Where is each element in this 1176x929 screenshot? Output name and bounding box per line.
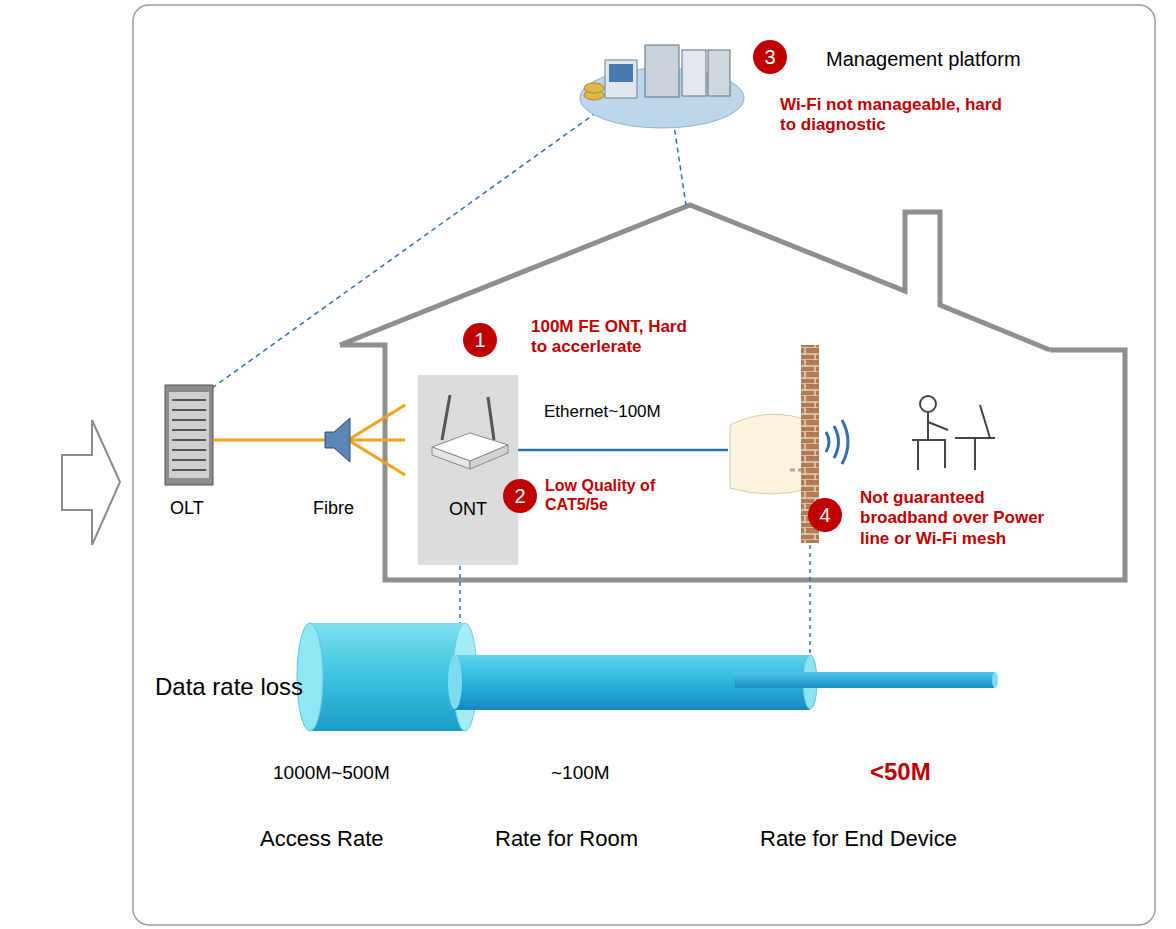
callout-number: 4 — [808, 498, 842, 532]
splitter-icon — [325, 418, 350, 462]
fibre-split — [348, 405, 405, 475]
ont-router-icon — [418, 375, 518, 565]
person-icon — [912, 396, 995, 470]
fibre-line — [213, 439, 330, 442]
rate-caption: Rate for End Device — [760, 826, 957, 852]
issue-note: Wi-Fi not manageable, hard to diagnostic — [780, 95, 1020, 136]
callout-digit: 3 — [764, 46, 775, 69]
rate-value: ~100M — [551, 762, 610, 785]
house-outline — [340, 205, 1125, 580]
title-text: Management platform — [826, 47, 1021, 71]
panel-border — [133, 5, 1155, 925]
callout-number: 2 — [503, 479, 537, 513]
callout-number: 3 — [753, 40, 787, 74]
device-label: OLT — [170, 498, 204, 520]
pipe-label: Data rate loss — [155, 673, 303, 702]
link-label: Ethernet~100M — [544, 402, 661, 422]
rate-caption: Access Rate — [260, 826, 384, 852]
device-label: Fibre — [313, 498, 354, 520]
callout-digit: 1 — [474, 329, 485, 352]
platform-icon — [580, 45, 744, 128]
rate-value: <50M — [870, 758, 931, 787]
issue-note: Low Quality of CAT5/5e — [545, 476, 690, 514]
extender-box — [730, 414, 812, 494]
leader-line — [809, 545, 811, 672]
callout-number: 1 — [463, 323, 497, 357]
callout-digit: 2 — [514, 485, 525, 508]
issue-note: Not guaranteed broadband over Power line… — [860, 488, 1065, 549]
callout-digit: 4 — [819, 504, 830, 527]
device-label: ONT — [449, 499, 487, 520]
rate-value: 1000M~500M — [273, 762, 390, 785]
issue-note: 100M FE ONT, Hard to accerlerate — [531, 317, 691, 358]
rate-pipe — [297, 623, 998, 731]
rate-caption: Rate for Room — [495, 826, 638, 852]
olt-icon — [165, 385, 213, 485]
flow-arrow — [62, 420, 120, 545]
ont-box: ONT — [418, 375, 518, 565]
wifi-waves — [826, 420, 848, 464]
